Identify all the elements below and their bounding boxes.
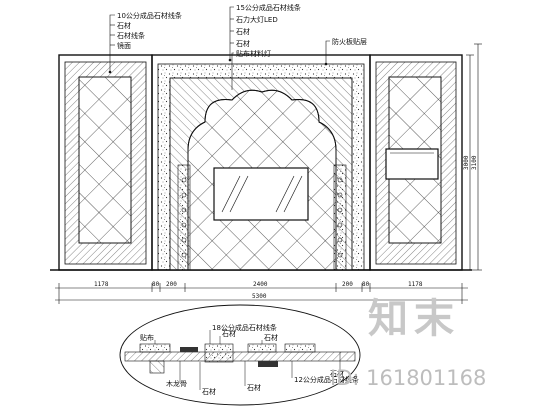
- watermark-id: ID: 161801168: [330, 366, 487, 390]
- note-fabric: 贴布材料灯: [236, 49, 271, 58]
- sec-label-7: 石材: [247, 383, 261, 392]
- sec-label-2: 石材: [222, 329, 236, 338]
- center-panel: [151, 54, 371, 271]
- left-panel: [58, 54, 153, 271]
- note-stone-left: 石材: [117, 21, 131, 30]
- dim-height-1: 3000: [463, 155, 470, 170]
- dim-seg-4: 2400: [253, 281, 268, 288]
- dim-total: 5300: [252, 293, 267, 300]
- note-stone-line-left: 石材线条: [117, 31, 145, 40]
- right-panel: [369, 54, 463, 271]
- dim-seg-6: 80: [362, 281, 370, 288]
- dim-seg-3: 200: [166, 281, 177, 288]
- note-stone-a: 石材: [236, 27, 250, 36]
- sec-label-6: 石材: [202, 387, 216, 396]
- note-stone-line-15: 15公分成品石材线条: [236, 3, 301, 12]
- dim-seg-1: 1178: [94, 281, 109, 288]
- note-mirror: 镜面: [117, 41, 131, 50]
- note-stone-line-10: 10公分成品石材线条: [117, 11, 182, 20]
- note-fireboard: 防火板贴层: [332, 37, 367, 46]
- sec-label-9: 石材: [330, 369, 344, 378]
- sec-label-1: 18公分成品石材线条: [212, 323, 277, 332]
- watermark-logo: 知末: [368, 296, 460, 342]
- dim-height-2: 3100: [471, 155, 478, 170]
- note-stone-b: 石材: [236, 39, 250, 48]
- dim-seg-7: 1178: [408, 281, 423, 288]
- vertical-dimensions: [466, 43, 482, 271]
- sec-label-8: 12公分成品石材线条: [294, 375, 359, 384]
- sec-label-4: 贴布: [140, 333, 154, 342]
- horizontal-dimensions: [55, 283, 468, 304]
- dim-seg-5: 200: [342, 281, 353, 288]
- dim-seg-2: 80: [152, 281, 160, 288]
- leader-lines: [108, 6, 330, 90]
- note-led: 石力大灯LED: [236, 15, 278, 24]
- section-detail: [119, 304, 361, 406]
- sec-label-3: 石材: [264, 333, 278, 342]
- sec-label-5: 木龙骨: [166, 379, 187, 388]
